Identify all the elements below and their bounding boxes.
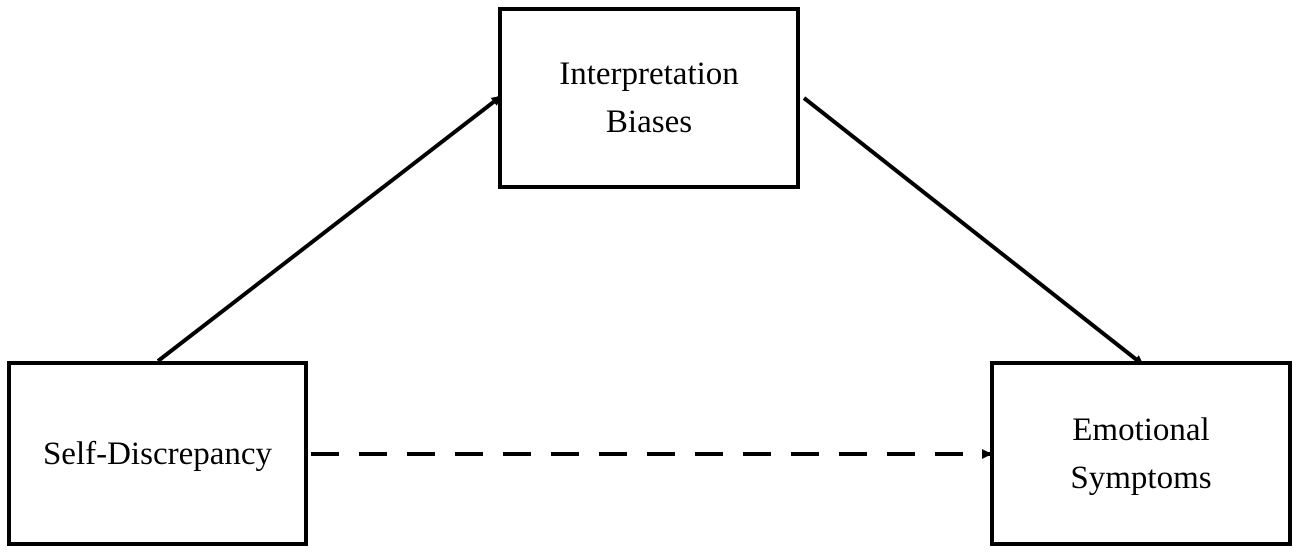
emotional-symptoms-label: Emotional Symptoms bbox=[1070, 406, 1211, 502]
interpretation-biases-label-line2: Biases bbox=[605, 104, 693, 140]
edge-interpretation-to-emotional bbox=[802, 96, 1144, 366]
emotional-symptoms-box: Emotional Symptoms bbox=[990, 361, 1292, 546]
interpretation-biases-label-line1: Interpretation bbox=[559, 56, 739, 92]
emotional-symptoms-label-line1: Emotional bbox=[1072, 411, 1210, 448]
emotional-symptoms-label-line2: Symptoms bbox=[1070, 459, 1212, 496]
self-discrepancy-box: Self-Discrepancy bbox=[7, 361, 308, 546]
interpretation-biases-box: Interpretation Biases bbox=[498, 7, 800, 189]
self-discrepancy-label: Self-Discrepancy bbox=[43, 430, 272, 478]
interpretation-biases-label: Interpretation Biases bbox=[559, 50, 739, 146]
self-discrepancy-label-line1: Self-Discrepancy bbox=[42, 435, 273, 472]
edge-self-to-interpretation bbox=[156, 95, 502, 363]
